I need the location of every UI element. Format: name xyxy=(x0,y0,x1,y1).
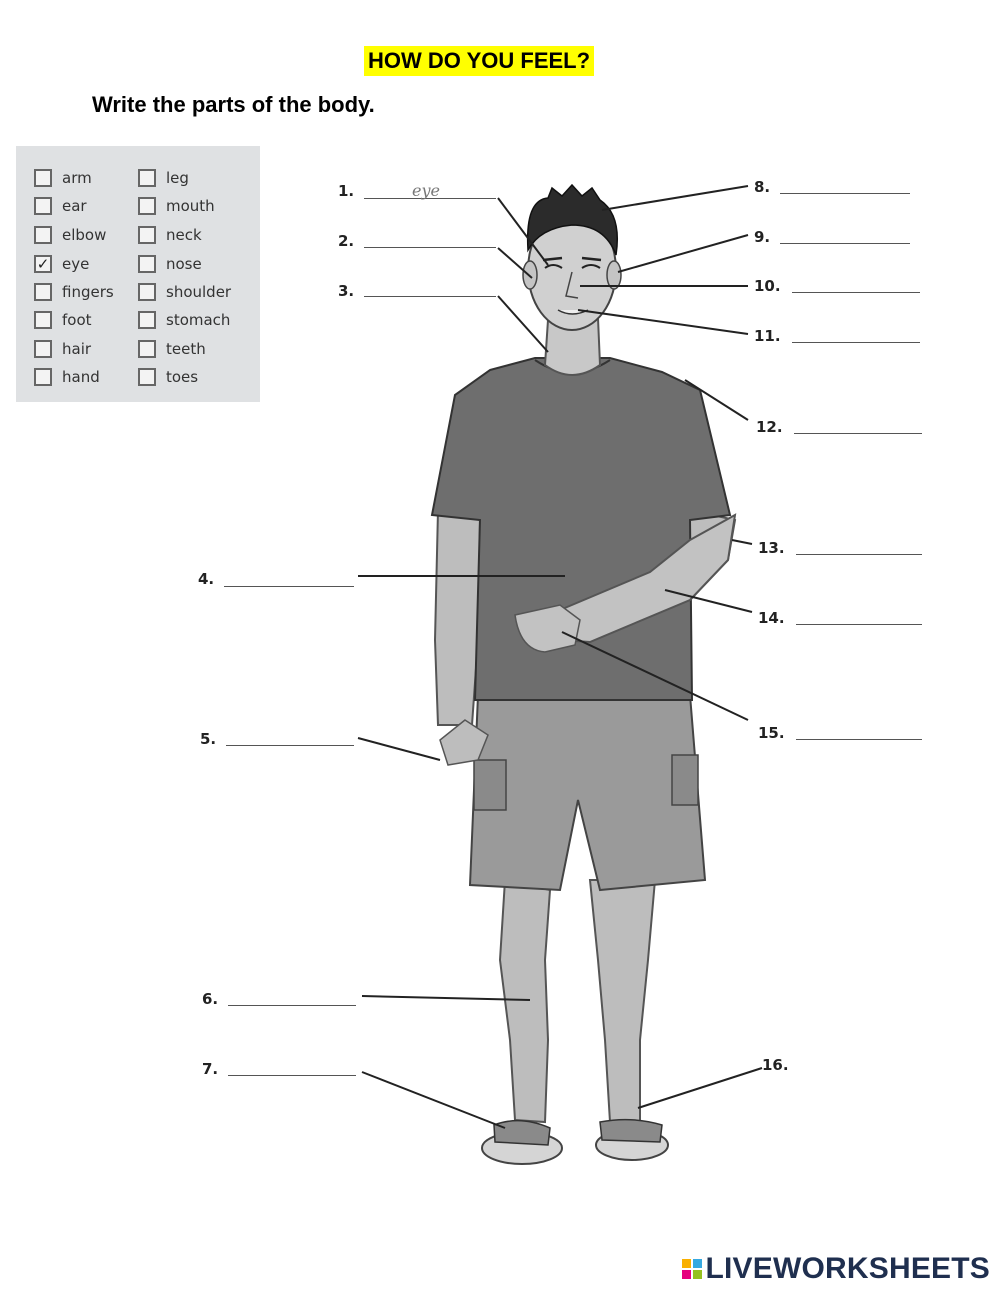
checkbox[interactable] xyxy=(138,340,156,358)
checkbox[interactable] xyxy=(138,311,156,329)
brand-name: LIVEWORKSHEETS xyxy=(705,1252,990,1285)
label-14: 14. xyxy=(758,609,785,627)
label-2: 2. xyxy=(338,232,355,250)
word-bank: arm ear elbow ✓eye fingers foot hair han… xyxy=(16,146,260,402)
checkbox[interactable] xyxy=(34,283,52,301)
checkbox[interactable] xyxy=(34,368,52,386)
answer-line-7[interactable] xyxy=(228,1075,356,1076)
word-bank-item[interactable]: arm xyxy=(34,166,92,190)
answer-line-2[interactable] xyxy=(364,247,496,248)
label-4: 4. xyxy=(198,570,215,588)
checkbox[interactable] xyxy=(138,226,156,244)
answer-line-13[interactable] xyxy=(796,554,922,555)
checkbox[interactable] xyxy=(138,255,156,273)
word-bank-item[interactable]: shoulder xyxy=(138,280,231,304)
checkbox[interactable] xyxy=(138,197,156,215)
logo-mark-icon xyxy=(681,1259,702,1279)
word-bank-item[interactable]: nose xyxy=(138,252,202,276)
answer-line-9[interactable] xyxy=(780,243,910,244)
label-8: 8. xyxy=(754,178,771,196)
word-bank-item[interactable]: neck xyxy=(138,223,202,247)
checkbox[interactable] xyxy=(34,197,52,215)
answer-line-5[interactable] xyxy=(226,745,354,746)
checkbox[interactable] xyxy=(138,283,156,301)
word-bank-item[interactable]: ✓eye xyxy=(34,252,89,276)
liveworksheets-logo: LIVEWORKSHEETS xyxy=(681,1252,991,1286)
worksheet-title: HOW DO YOU FEEL? xyxy=(364,46,595,76)
answer-line-6[interactable] xyxy=(228,1005,356,1006)
label-5: 5. xyxy=(200,730,217,748)
checkbox[interactable] xyxy=(34,311,52,329)
label-3: 3. xyxy=(338,282,355,300)
answer-line-12[interactable] xyxy=(794,433,922,434)
label-13: 13. xyxy=(758,539,785,557)
word-bank-item[interactable]: ear xyxy=(34,194,87,218)
label-11: 11. xyxy=(754,327,781,345)
label-7: 7. xyxy=(202,1060,219,1078)
instruction-text: Write the parts of the body. xyxy=(92,92,375,117)
answer-line-4[interactable] xyxy=(224,586,354,587)
answer-line-3[interactable] xyxy=(364,296,496,297)
answer-line-11[interactable] xyxy=(792,342,920,343)
label-15: 15. xyxy=(758,724,785,742)
answer-line-1[interactable] xyxy=(364,198,496,199)
checkbox[interactable] xyxy=(138,368,156,386)
answer-line-14[interactable] xyxy=(796,624,922,625)
label-16: 16. xyxy=(762,1056,789,1074)
word-bank-item[interactable]: hand xyxy=(34,365,100,389)
word-bank-item[interactable]: stomach xyxy=(138,308,230,332)
answer-line-10[interactable] xyxy=(792,292,920,293)
answer-line-15[interactable] xyxy=(796,739,922,740)
answer-line-8[interactable] xyxy=(780,193,910,194)
word-bank-item[interactable]: fingers xyxy=(34,280,114,304)
word-bank-item[interactable]: hair xyxy=(34,337,91,361)
label-6: 6. xyxy=(202,990,219,1008)
word-bank-item[interactable]: elbow xyxy=(34,223,106,247)
checkbox[interactable] xyxy=(138,169,156,187)
checkbox[interactable] xyxy=(34,169,52,187)
checkbox-checked[interactable]: ✓ xyxy=(34,255,52,273)
word-bank-item[interactable]: toes xyxy=(138,365,198,389)
checkbox[interactable] xyxy=(34,340,52,358)
word-bank-item[interactable]: leg xyxy=(138,166,189,190)
example-answer: eye xyxy=(412,181,440,200)
checkbox[interactable] xyxy=(34,226,52,244)
word-bank-item[interactable]: teeth xyxy=(138,337,206,361)
label-9: 9. xyxy=(754,228,771,246)
word-bank-item[interactable]: mouth xyxy=(138,194,215,218)
label-12: 12. xyxy=(756,418,783,436)
label-1: 1. xyxy=(338,182,355,200)
word-bank-item[interactable]: foot xyxy=(34,308,92,332)
label-10: 10. xyxy=(754,277,781,295)
